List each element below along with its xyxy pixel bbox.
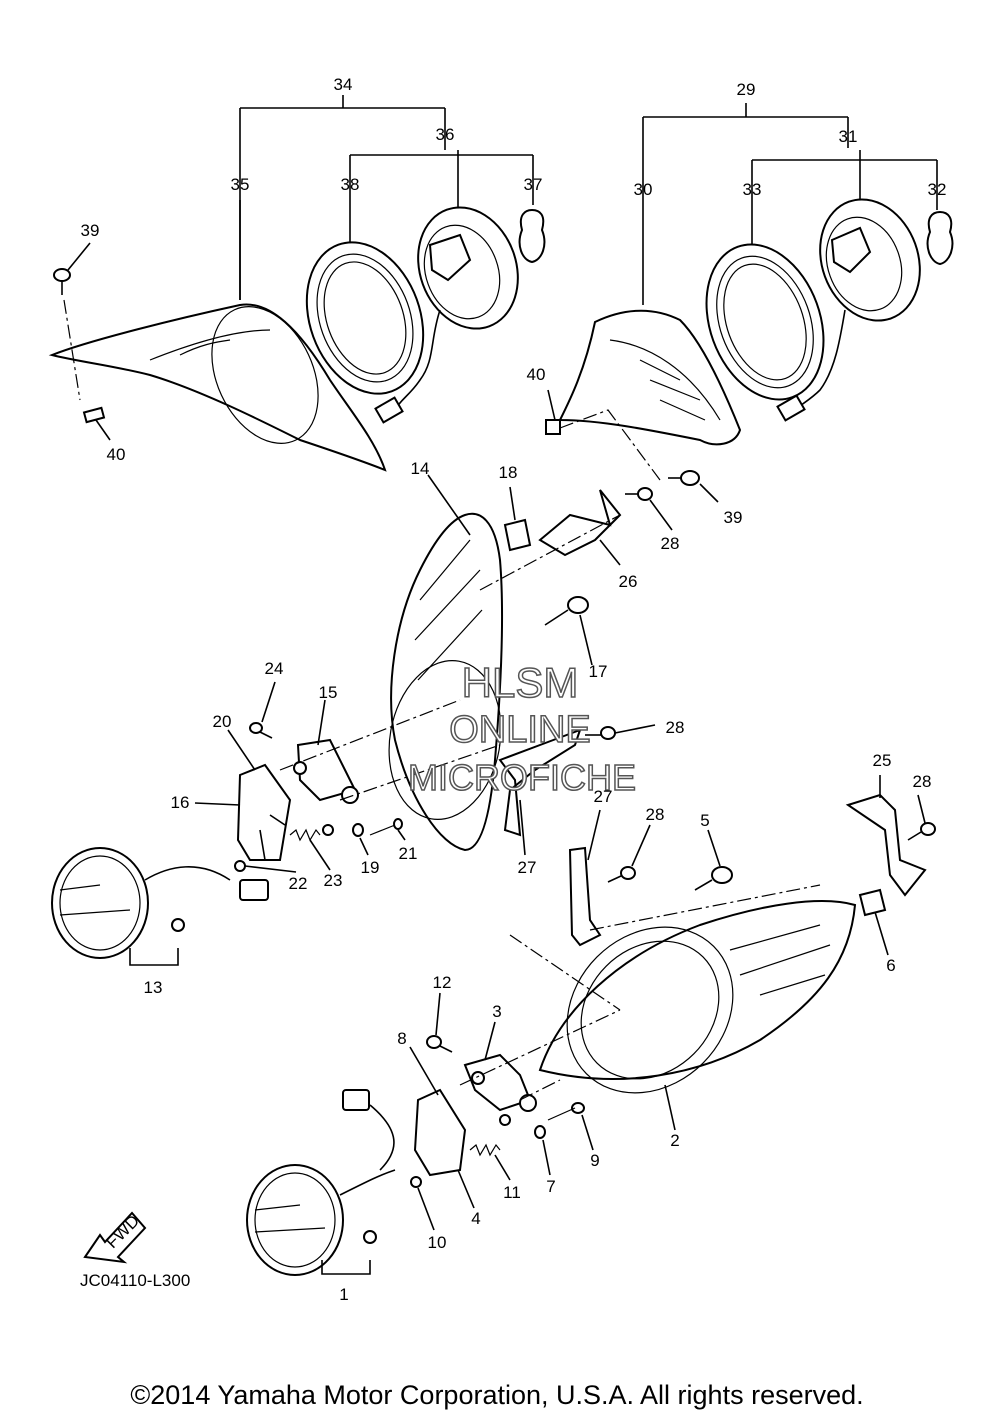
housing-cover	[558, 309, 742, 446]
callout-5: 5	[700, 811, 709, 830]
callout-28-far: 28	[913, 772, 932, 791]
callout-9: 9	[590, 1151, 599, 1170]
callout-38: 38	[341, 175, 360, 194]
callout-7: 7	[546, 1177, 555, 1196]
callout-15: 15	[319, 683, 338, 702]
svg-text:MICROFICHE: MICROFICHE	[408, 757, 636, 798]
callout-8: 8	[397, 1029, 406, 1048]
callout-1: 1	[339, 1285, 348, 1304]
callout-40: 40	[107, 445, 126, 464]
callout-18: 18	[499, 463, 518, 482]
left-headlight-housing-group	[48, 95, 546, 472]
callout-27-right: 27	[594, 787, 613, 806]
callout-28-low: 28	[646, 805, 665, 824]
callout-26: 26	[619, 572, 638, 591]
callout-24: 24	[265, 659, 284, 678]
lower-nacelle-group: FWD	[83, 793, 936, 1276]
callout-28: 28	[661, 534, 680, 553]
screw-39	[53, 268, 81, 401]
callout-30: 30	[634, 180, 653, 199]
upper-nacelle-group	[51, 487, 653, 966]
callout-6: 6	[886, 956, 895, 975]
callout-34: 34	[334, 75, 353, 94]
callout-39-right: 39	[724, 508, 743, 527]
fwd-arrow-icon: FWD	[83, 1211, 147, 1264]
callout-22: 22	[289, 874, 308, 893]
callout-4: 4	[471, 1209, 480, 1228]
callout-37: 37	[524, 175, 543, 194]
callout-20: 20	[213, 712, 232, 731]
callout-32: 32	[928, 180, 947, 199]
callout-36: 36	[436, 125, 455, 144]
callout-40-right: 40	[527, 365, 546, 384]
callout-33: 33	[743, 180, 762, 199]
callout-28-mid: 28	[666, 718, 685, 737]
callout-12: 12	[433, 973, 452, 992]
callout-25: 25	[873, 751, 892, 770]
callout-17: 17	[589, 662, 608, 681]
diagram-code: JC04110-L300	[80, 1271, 190, 1290]
callout-29: 29	[737, 80, 756, 99]
callout-31: 31	[839, 127, 858, 146]
callout-labels: 34 36 35 38 37 39 40 29 31 30 33 32 40 3…	[81, 75, 947, 1304]
callout-13: 13	[144, 978, 163, 997]
headlight-unit	[51, 847, 149, 959]
callout-3: 3	[492, 1002, 501, 1021]
callout-23: 23	[324, 871, 343, 890]
leader-lines	[67, 242, 926, 1231]
watermark: HLSM ONLINE MICROFICHE	[407, 658, 637, 799]
headlight-unit-lower	[246, 1164, 344, 1276]
nacelle	[390, 512, 504, 852]
right-headlight-housing-group	[545, 103, 954, 486]
callout-35: 35	[231, 175, 250, 194]
svg-text:ONLINE: ONLINE	[449, 709, 590, 751]
callout-16: 16	[171, 793, 190, 812]
copyright-notice: ©2014 Yamaha Motor Corporation, U.S.A. A…	[130, 1380, 863, 1410]
callout-39: 39	[81, 221, 100, 240]
callout-21: 21	[399, 844, 418, 863]
callout-10: 10	[428, 1233, 447, 1252]
callout-19: 19	[361, 858, 380, 877]
callout-11: 11	[503, 1183, 521, 1202]
callout-2: 2	[670, 1131, 679, 1150]
lower-nacelle	[538, 900, 857, 1080]
callout-27: 27	[518, 858, 537, 877]
callout-14: 14	[411, 459, 430, 478]
svg-text:HLSM: HLSM	[462, 659, 579, 706]
bulb	[518, 208, 546, 264]
